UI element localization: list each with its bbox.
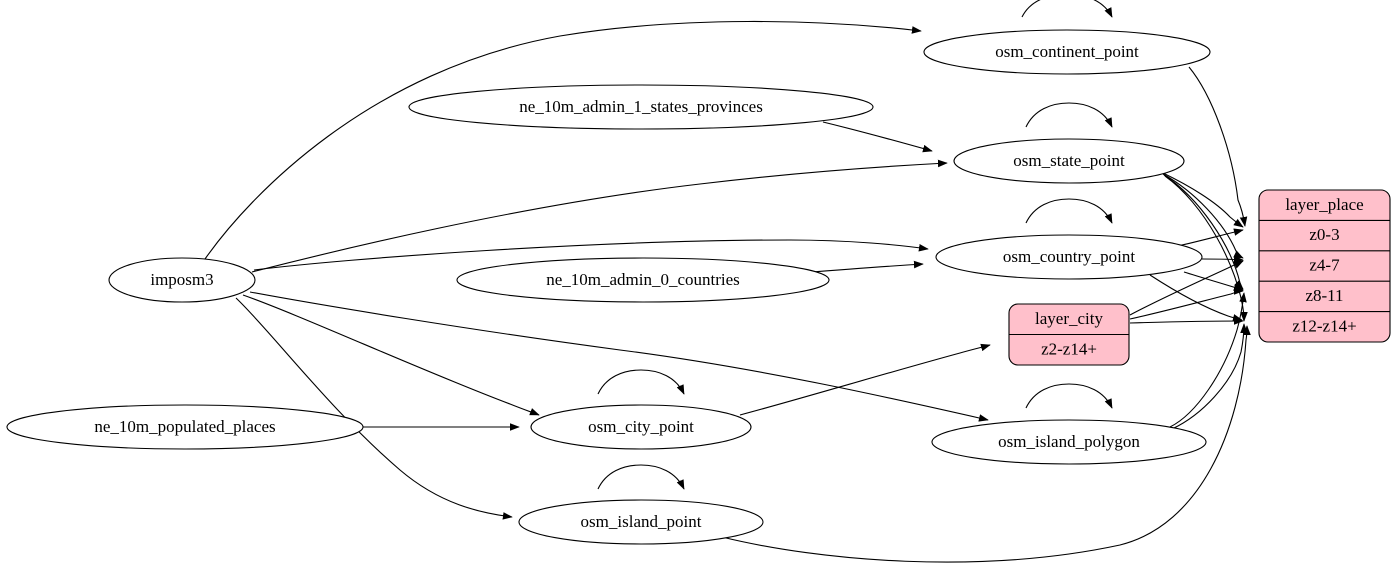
node-label-ne-10m-populated-places: ne_10m_populated_places	[94, 417, 275, 436]
record-node-layer-city[interactable]: layer_city z2-z14+	[1008, 303, 1130, 366]
edge-self-osm-island-point	[597, 464, 685, 490]
node-ne-10m-admin-0-countries[interactable]: ne_10m_admin_0_countries	[456, 257, 830, 303]
node-osm-continent-point[interactable]: osm_continent_point	[923, 29, 1211, 75]
edge-layer	[204, 0, 1251, 563]
node-osm-island-polygon[interactable]: osm_island_polygon	[931, 419, 1207, 465]
edge-imposm3-osm-city-point	[242, 294, 540, 416]
edge-self-osm-city-point	[597, 369, 685, 395]
edge-layer-city-z8-11	[1129, 287, 1244, 320]
edge-imposm3-osm-state-point	[251, 159, 948, 273]
node-label-osm-island-point: osm_island_point	[581, 512, 702, 531]
node-ne-10m-populated-places[interactable]: ne_10m_populated_places	[6, 404, 364, 450]
node-ne-10m-admin-1-states-provinces[interactable]: ne_10m_admin_1_states_provinces	[408, 84, 874, 130]
edge-layer-city-z4-7	[1129, 260, 1244, 316]
node-osm-country-point[interactable]: osm_country_point	[935, 234, 1203, 280]
edge-imposm3-osm-country-point	[253, 239, 929, 271]
record-row-layer-place-z8-11[interactable]: z8-11	[1305, 286, 1343, 305]
edge-imposm3-osm-island-polygon	[249, 291, 989, 422]
edge-osm-state-point-z0-3	[1162, 172, 1244, 228]
node-label-imposm3: imposm3	[150, 270, 213, 289]
node-layer: osm_continent_point ne_10m_admin_1_state…	[6, 29, 1391, 545]
edge-self-osm-country-point	[1025, 198, 1113, 224]
record-row-layer-city-z2-z14[interactable]: z2-z14+	[1041, 339, 1097, 358]
node-label-osm-island-polygon: osm_island_polygon	[998, 432, 1140, 451]
edge-layer-city-z12-z14	[1129, 317, 1244, 325]
edge-imposm3-osm-island-point	[235, 297, 513, 520]
edge-imposm3-osm-continent-point	[204, 20, 922, 260]
edge-osm-country-point-z4-7	[1201, 255, 1244, 264]
edge-self-osm-continent-point	[1021, 0, 1113, 18]
node-imposm3[interactable]: imposm3	[108, 257, 256, 303]
record-row-layer-place-header: layer_place	[1285, 195, 1363, 214]
edge-osm-country-point-z0-3	[1177, 228, 1244, 247]
node-osm-island-point[interactable]: osm_island_point	[518, 499, 764, 545]
record-row-layer-place-z12-z14[interactable]: z12-z14+	[1292, 316, 1356, 335]
node-osm-state-point[interactable]: osm_state_point	[953, 138, 1185, 184]
edge-ne-countries-osm-country-point	[799, 260, 924, 274]
node-label-osm-country-point: osm_country_point	[1003, 247, 1135, 266]
record-row-layer-city-header: layer_city	[1035, 309, 1103, 328]
record-row-layer-place-z0-3[interactable]: z0-3	[1309, 225, 1339, 244]
edge-self-osm-island-polygon	[1025, 383, 1113, 409]
node-label-osm-state-point: osm_state_point	[1013, 151, 1125, 170]
edge-osm-city-point-layer-city	[739, 343, 991, 416]
edge-osm-continent-point-z0-3	[1188, 66, 1248, 227]
edge-osm-island-point-z12-z14	[721, 325, 1251, 563]
edge-ne-states-osm-state-point	[822, 121, 933, 153]
edge-osm-state-point-z8-11	[1163, 174, 1244, 290]
node-label-ne-10m-admin-1-states-provinces: ne_10m_admin_1_states_provinces	[519, 97, 763, 116]
record-row-layer-place-z4-7[interactable]: z4-7	[1309, 255, 1340, 274]
node-label-osm-city-point: osm_city_point	[588, 417, 694, 436]
node-label-ne-10m-admin-0-countries: ne_10m_admin_0_countries	[546, 270, 740, 289]
node-osm-city-point[interactable]: osm_city_point	[530, 404, 752, 450]
record-node-layer-place[interactable]: layer_place z0-3 z4-7 z8-11 z12-z14+	[1258, 189, 1391, 343]
node-label-osm-continent-point: osm_continent_point	[995, 42, 1139, 61]
edge-osm-island-polygon-z8-11	[1169, 292, 1247, 428]
edge-self-osm-state-point	[1025, 102, 1113, 128]
